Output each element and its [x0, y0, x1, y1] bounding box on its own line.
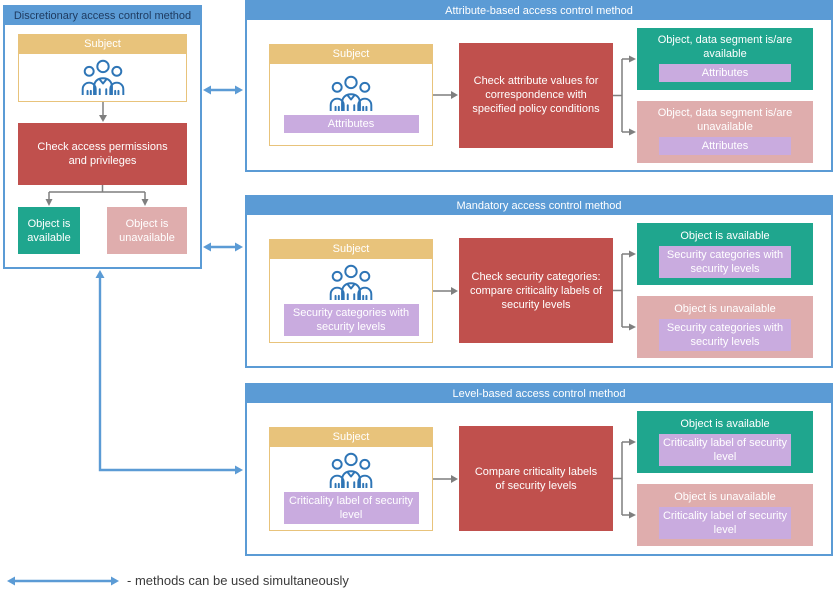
panel-body-discretionary: Subject Check access permissions and pri… [5, 25, 200, 254]
outcome-unavailable-label: Object is unavailable [674, 490, 776, 503]
outcome-unavailable-tag: Security categories with security levels [658, 318, 792, 351]
panel-level-access: Level-based access control method Subjec… [245, 383, 833, 556]
outcome-available: Object is available [18, 207, 80, 254]
subject-header: Subject [269, 44, 433, 64]
outcome-available-label: Object, data segment is/are available [657, 34, 793, 60]
double-arrow-icon [7, 576, 119, 585]
outcome-unavailable: Object is unavailable [107, 207, 187, 254]
arrow-right-icon [433, 286, 458, 295]
check-box: Check access permissions and privileges [18, 123, 187, 185]
outcome-available-label: Object is available [680, 229, 770, 242]
subject-body: Criticality label of security level [269, 446, 433, 531]
subject-header: Subject [18, 34, 187, 54]
outcome-available-tag: Security categories with security levels [658, 245, 792, 278]
people-icon [81, 59, 124, 95]
outcome-available-label: Object is available [680, 417, 770, 430]
subject-tag: Security categories with security levels [283, 303, 419, 336]
subject-body: Security categories with security levels [269, 258, 433, 343]
panel-title-level: Level-based access control method [247, 385, 831, 403]
panel-body-mandatory: Subject Security categories with securit… [247, 215, 831, 366]
outcome-column: Object is available Criticality label of… [637, 411, 813, 546]
outcome-unavailable-label: Object is unavailable [119, 217, 175, 244]
outcome-row: Object is available Object is unavailabl… [18, 207, 187, 254]
arrow-right-icon [433, 91, 458, 99]
panel-title-discretionary: Discretionary access control method [5, 7, 200, 25]
outcome-unavailable: Object is unavailable Security categorie… [637, 296, 813, 358]
check-box: Check security categories: compare criti… [459, 238, 613, 343]
subject-tag: Attributes [283, 115, 419, 133]
panel-title-mandatory: Mandatory access control method [247, 197, 831, 215]
people-icon [329, 264, 373, 300]
check-box: Check attribute values for correspondenc… [459, 42, 613, 148]
arrow-down-icon [98, 102, 107, 122]
subject-box: Subject Criticality label of security le… [269, 426, 433, 531]
outcome-unavailable-tag: Attributes [658, 137, 792, 155]
outcome-available: Object, data segment is/are available At… [637, 27, 813, 90]
panel-attribute-access: Attribute-based access control method Su… [245, 0, 833, 172]
outcome-available: Object is available Security categories … [637, 223, 813, 285]
subject-header: Subject [269, 426, 433, 447]
panel-body-attribute: Subject Attributes Check attribute value… [247, 20, 831, 170]
outcome-column: Object is available Security categories … [637, 223, 813, 358]
legend: - methods can be used simultaneously [6, 573, 349, 588]
panel-discretionary-access: Discretionary access control method Subj… [3, 5, 202, 269]
people-icon [329, 452, 373, 488]
subject-box: Subject [18, 34, 187, 102]
outcome-available-tag: Attributes [658, 64, 792, 82]
outcome-unavailable-label: Object, data segment is/are unavailable [657, 107, 793, 133]
arrow-right-icon [433, 474, 458, 483]
subject-body: Attributes [269, 64, 433, 146]
panel-body-level: Subject Criticality label of security le… [247, 403, 831, 554]
branch-connector [45, 185, 149, 206]
outcome-unavailable-tag: Criticality label of security level [658, 506, 792, 539]
subject-box: Subject Attributes [269, 44, 433, 146]
subject-box: Subject Security categories with securit… [269, 238, 433, 343]
legend-text: - methods can be used simultaneously [127, 573, 349, 588]
subject-header: Subject [269, 238, 433, 259]
branch-connector [613, 55, 636, 135]
outcome-unavailable-label: Object is unavailable [674, 302, 776, 315]
branch-connector [613, 250, 636, 331]
panel-mandatory-access: Mandatory access control method Subject … [245, 195, 833, 368]
people-icon [329, 75, 373, 111]
outcome-available-tag: Criticality label of security level [658, 433, 792, 466]
panel-title-attribute: Attribute-based access control method [247, 2, 831, 20]
outcome-unavailable: Object is unavailable Criticality label … [637, 484, 813, 546]
subject-tag: Criticality label of security level [283, 491, 419, 524]
subject-body [18, 54, 187, 102]
outcome-unavailable: Object, data segment is/are unavailable … [637, 100, 813, 163]
outcome-column: Object, data segment is/are available At… [637, 27, 813, 163]
outcome-available: Object is available Criticality label of… [637, 411, 813, 473]
check-box: Compare criticality labels of security l… [459, 426, 613, 531]
outcome-available-label: Object is available [27, 217, 71, 244]
branch-connector [613, 438, 636, 519]
